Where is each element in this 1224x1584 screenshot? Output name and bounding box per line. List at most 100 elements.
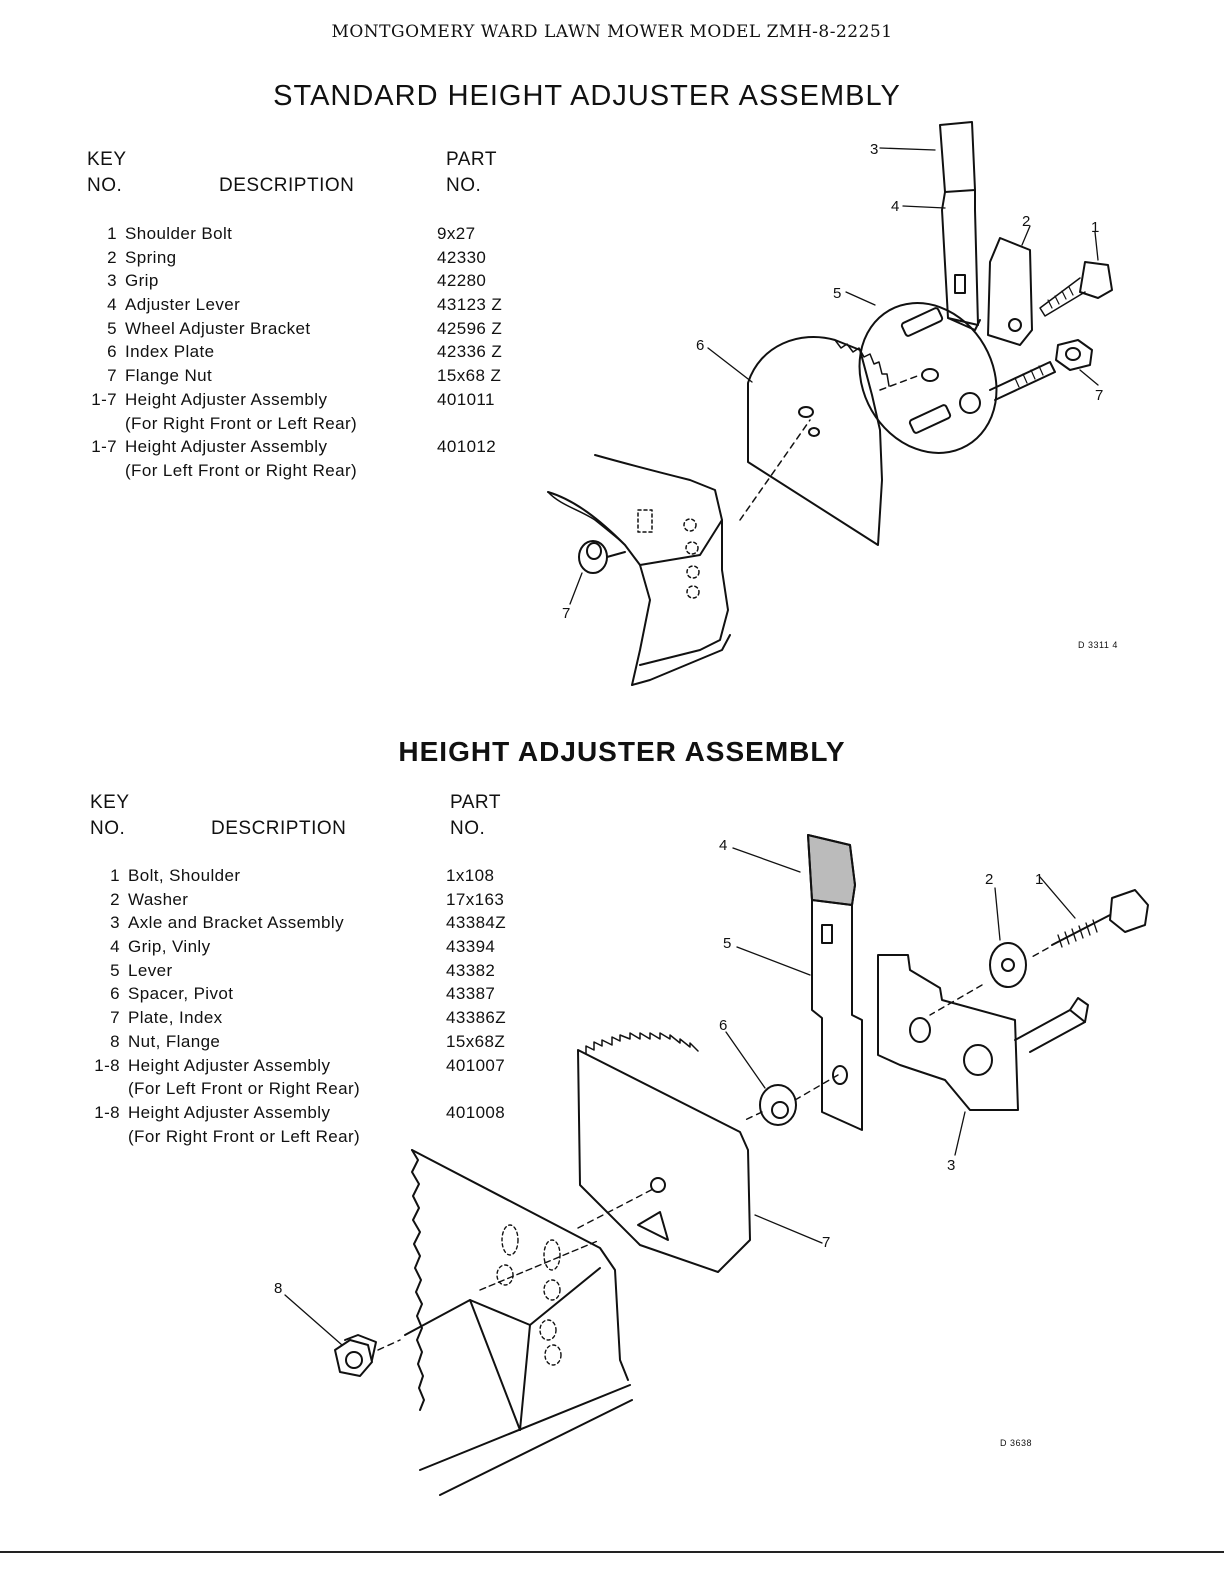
key-number: 6 [107, 342, 117, 362]
section2-part-heading: PART NO. [450, 790, 501, 842]
part-number: 9x27 [437, 224, 476, 243]
key-heading-line1: KEY [87, 149, 127, 170]
key-heading-line2: NO. [87, 175, 123, 196]
part-heading-line2: NO. [450, 818, 486, 839]
height-adjuster-diagram [284, 834, 1149, 1496]
key-number: 6 [110, 984, 120, 1004]
key-number: 1-7 [91, 437, 117, 457]
key-number: 3 [107, 271, 117, 291]
callout-2: 2 [985, 871, 993, 888]
deck-corner-2 [404, 1149, 633, 1496]
part-description: Axle and Bracket Assembly [128, 913, 344, 933]
callout-6: 6 [719, 1017, 727, 1034]
part-number: 43123 Z [437, 295, 503, 315]
key-heading-line2: NO. [90, 818, 126, 839]
table-row: 6 Index Plate 42336 Z [77, 342, 502, 366]
part-number: 42330 [437, 247, 487, 267]
part-description: (For Right Front or Left Rear) [128, 1126, 361, 1146]
part-number: 43384Z [446, 913, 507, 933]
spring-bracket-icon [987, 237, 1033, 346]
lever-icon [807, 834, 863, 1131]
part-number: 401011 [437, 389, 495, 409]
part-number: 401008 [446, 1102, 506, 1122]
part-description: (For Left Front or Right Rear) [125, 460, 358, 480]
part-heading-line2: NO. [446, 175, 482, 196]
table-row: 2 Spring 42330 [77, 248, 502, 272]
callout-1: 1 [1091, 219, 1099, 236]
part-heading-line1: PART [450, 792, 501, 813]
table-row: 7 Plate, Index 43386Z [80, 1008, 506, 1032]
bolt-and-nut-icon [989, 339, 1093, 401]
table-row: (For Left Front or Right Rear) [80, 1079, 506, 1103]
part-description: Spring [125, 247, 177, 267]
part-number: 1x108 [446, 866, 495, 885]
key-number: 7 [107, 366, 117, 386]
callout-4: 4 [891, 198, 899, 215]
section2-description-heading: DESCRIPTION [211, 818, 347, 839]
part-number: 42336 Z [437, 342, 503, 362]
callout-1: 1 [1035, 871, 1043, 888]
part-heading-line1: PART [446, 149, 497, 170]
part-description: Nut, Flange [128, 1031, 221, 1051]
part-description: Index Plate [125, 342, 215, 362]
part-description: Adjuster Lever [125, 295, 241, 315]
part-description: Height Adjuster Assembly [128, 1055, 331, 1075]
part-number: 42280 [437, 271, 487, 291]
section1-title: STANDARD HEIGHT ADJUSTER ASSEMBLY [273, 80, 901, 112]
part-description: Height Adjuster Assembly [125, 389, 328, 409]
part-number: 43387 [446, 984, 496, 1004]
index-plate-icon [577, 1032, 751, 1273]
part-number: 42596 Z [437, 318, 503, 338]
table-row: (For Right Front or Left Rear) [77, 414, 502, 438]
part-number: 43382 [446, 960, 496, 980]
part-number: 17x163 [446, 889, 505, 909]
key-number: 1 [110, 866, 120, 885]
bottom-rule [0, 1551, 1224, 1553]
part-description: Lever [128, 960, 173, 980]
part-description: Washer [128, 889, 189, 909]
section2-key-heading: KEY NO. [90, 790, 130, 842]
leader-lines-1 [569, 147, 1099, 605]
callout-6: 6 [696, 337, 704, 354]
callout-2: 2 [1022, 213, 1030, 230]
part-description: Grip [125, 271, 159, 291]
key-number: 8 [110, 1031, 120, 1051]
part-description: (For Right Front or Left Rear) [125, 413, 358, 433]
washer-icon [929, 942, 1027, 1016]
callout-numbers: 1 2 3 4 5 6 7 7 1 2 3 4 5 6 7 8 [274, 141, 1103, 1297]
callout-5: 5 [833, 285, 841, 302]
table-row: (For Left Front or Right Rear) [77, 461, 502, 485]
part-number: 43394 [446, 937, 496, 957]
key-heading-line1: KEY [90, 792, 130, 813]
part-description: (For Left Front or Right Rear) [128, 1079, 361, 1099]
document-header: MONTGOMERY WARD LAWN MOWER MODEL ZMH-8-2… [331, 22, 893, 42]
part-description: Grip, Vinly [128, 937, 211, 957]
part-description: Plate, Index [128, 1008, 223, 1028]
callout-7-upper: 7 [1095, 387, 1103, 404]
flange-nut-icon [578, 540, 626, 574]
key-number: 2 [107, 247, 117, 267]
axle-bracket-icon [877, 954, 1089, 1111]
key-number: 2 [110, 889, 120, 909]
part-number: 43386Z [446, 1008, 507, 1028]
key-number: 5 [110, 960, 120, 980]
table-row: 1 Bolt, Shoulder 1x108 [80, 866, 506, 890]
deck-corner-1 [547, 454, 731, 686]
shoulder-bolt-icon [1039, 261, 1113, 317]
part-number: 15x68Z [446, 1031, 506, 1051]
index-plate-icon [739, 336, 890, 546]
key-number: 7 [110, 1008, 120, 1028]
part-description: Bolt, Shoulder [128, 866, 241, 885]
callout-5: 5 [723, 935, 731, 952]
